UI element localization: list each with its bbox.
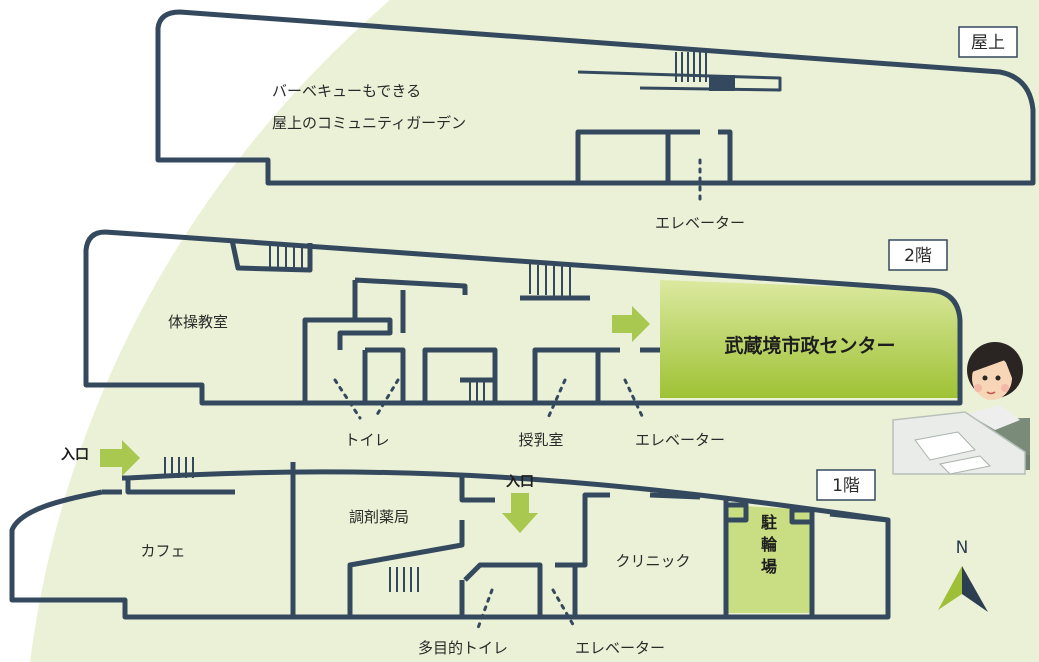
roof-room-walls bbox=[575, 129, 733, 183]
second-floor bbox=[83, 229, 963, 406]
f1-outline bbox=[9, 469, 891, 620]
f1-clinic-label: クリニック bbox=[615, 552, 690, 570]
f1-left-entrance-label: 入口 bbox=[61, 447, 89, 463]
receptionist-illustration bbox=[892, 342, 1030, 475]
f1-center-walls bbox=[463, 492, 701, 617]
f1-leaders bbox=[476, 588, 577, 630]
f1-tag: 1階 bbox=[832, 476, 860, 496]
roof-stairs-icon bbox=[675, 52, 735, 91]
f1-clinic-wall bbox=[723, 500, 815, 617]
f2-toilet-label: トイレ bbox=[344, 431, 389, 449]
f1-elevator-label: エレベーター bbox=[575, 639, 665, 657]
f2-nursing-label: 授乳室 bbox=[518, 431, 563, 449]
roof-garden-line2: 屋上のコミュニティガーデン bbox=[272, 114, 466, 132]
roof-tag: 屋上 bbox=[971, 33, 1005, 53]
f1-pharmacy-label: 調剤薬局 bbox=[349, 508, 409, 526]
f2-gym-wall bbox=[229, 239, 313, 273]
background-area bbox=[30, 0, 1039, 662]
f2-stairs-icon bbox=[269, 244, 571, 402]
f1-bike-parking-label: 駐輪場 bbox=[761, 513, 778, 576]
f1-center-entrance-label: 入口 bbox=[506, 474, 534, 490]
center-area bbox=[660, 280, 960, 398]
f2-gym-label: 体操教室 bbox=[168, 313, 228, 331]
f1-tag-box bbox=[816, 469, 876, 501]
f2-outline bbox=[83, 229, 963, 406]
f1-left-entrance-arrow-icon bbox=[100, 440, 140, 476]
f2-toilet-walls bbox=[302, 277, 498, 403]
f2-center-label: 武蔵境市政センター bbox=[724, 334, 895, 357]
roof-garden-line1: バーベキューもできる bbox=[272, 82, 421, 100]
bike-parking-area bbox=[726, 505, 812, 613]
f2-leaders bbox=[333, 378, 645, 420]
f2-nursing-walls bbox=[520, 295, 660, 403]
f2-elevator-label: エレベーター bbox=[635, 431, 725, 449]
f2-tag-box bbox=[888, 239, 948, 271]
f1-pharmacy-walls bbox=[347, 475, 495, 617]
compass-label: N bbox=[956, 538, 969, 558]
f1-cafe-label: カフェ bbox=[140, 542, 185, 560]
f1-stairs-icon bbox=[164, 457, 419, 592]
north-arrow-icon bbox=[938, 566, 988, 612]
roof-tag-box bbox=[958, 26, 1018, 58]
f2-tag: 2階 bbox=[904, 246, 932, 266]
roof-outline bbox=[155, 9, 1036, 186]
roof-elevator-label: エレベーター bbox=[655, 214, 745, 232]
first-floor bbox=[9, 462, 891, 620]
f1-multi-toilet-label: 多目的トイレ bbox=[418, 639, 508, 657]
f2-entry-arrow-icon bbox=[612, 306, 650, 342]
f1-center-entrance-arrow-icon bbox=[502, 493, 538, 533]
